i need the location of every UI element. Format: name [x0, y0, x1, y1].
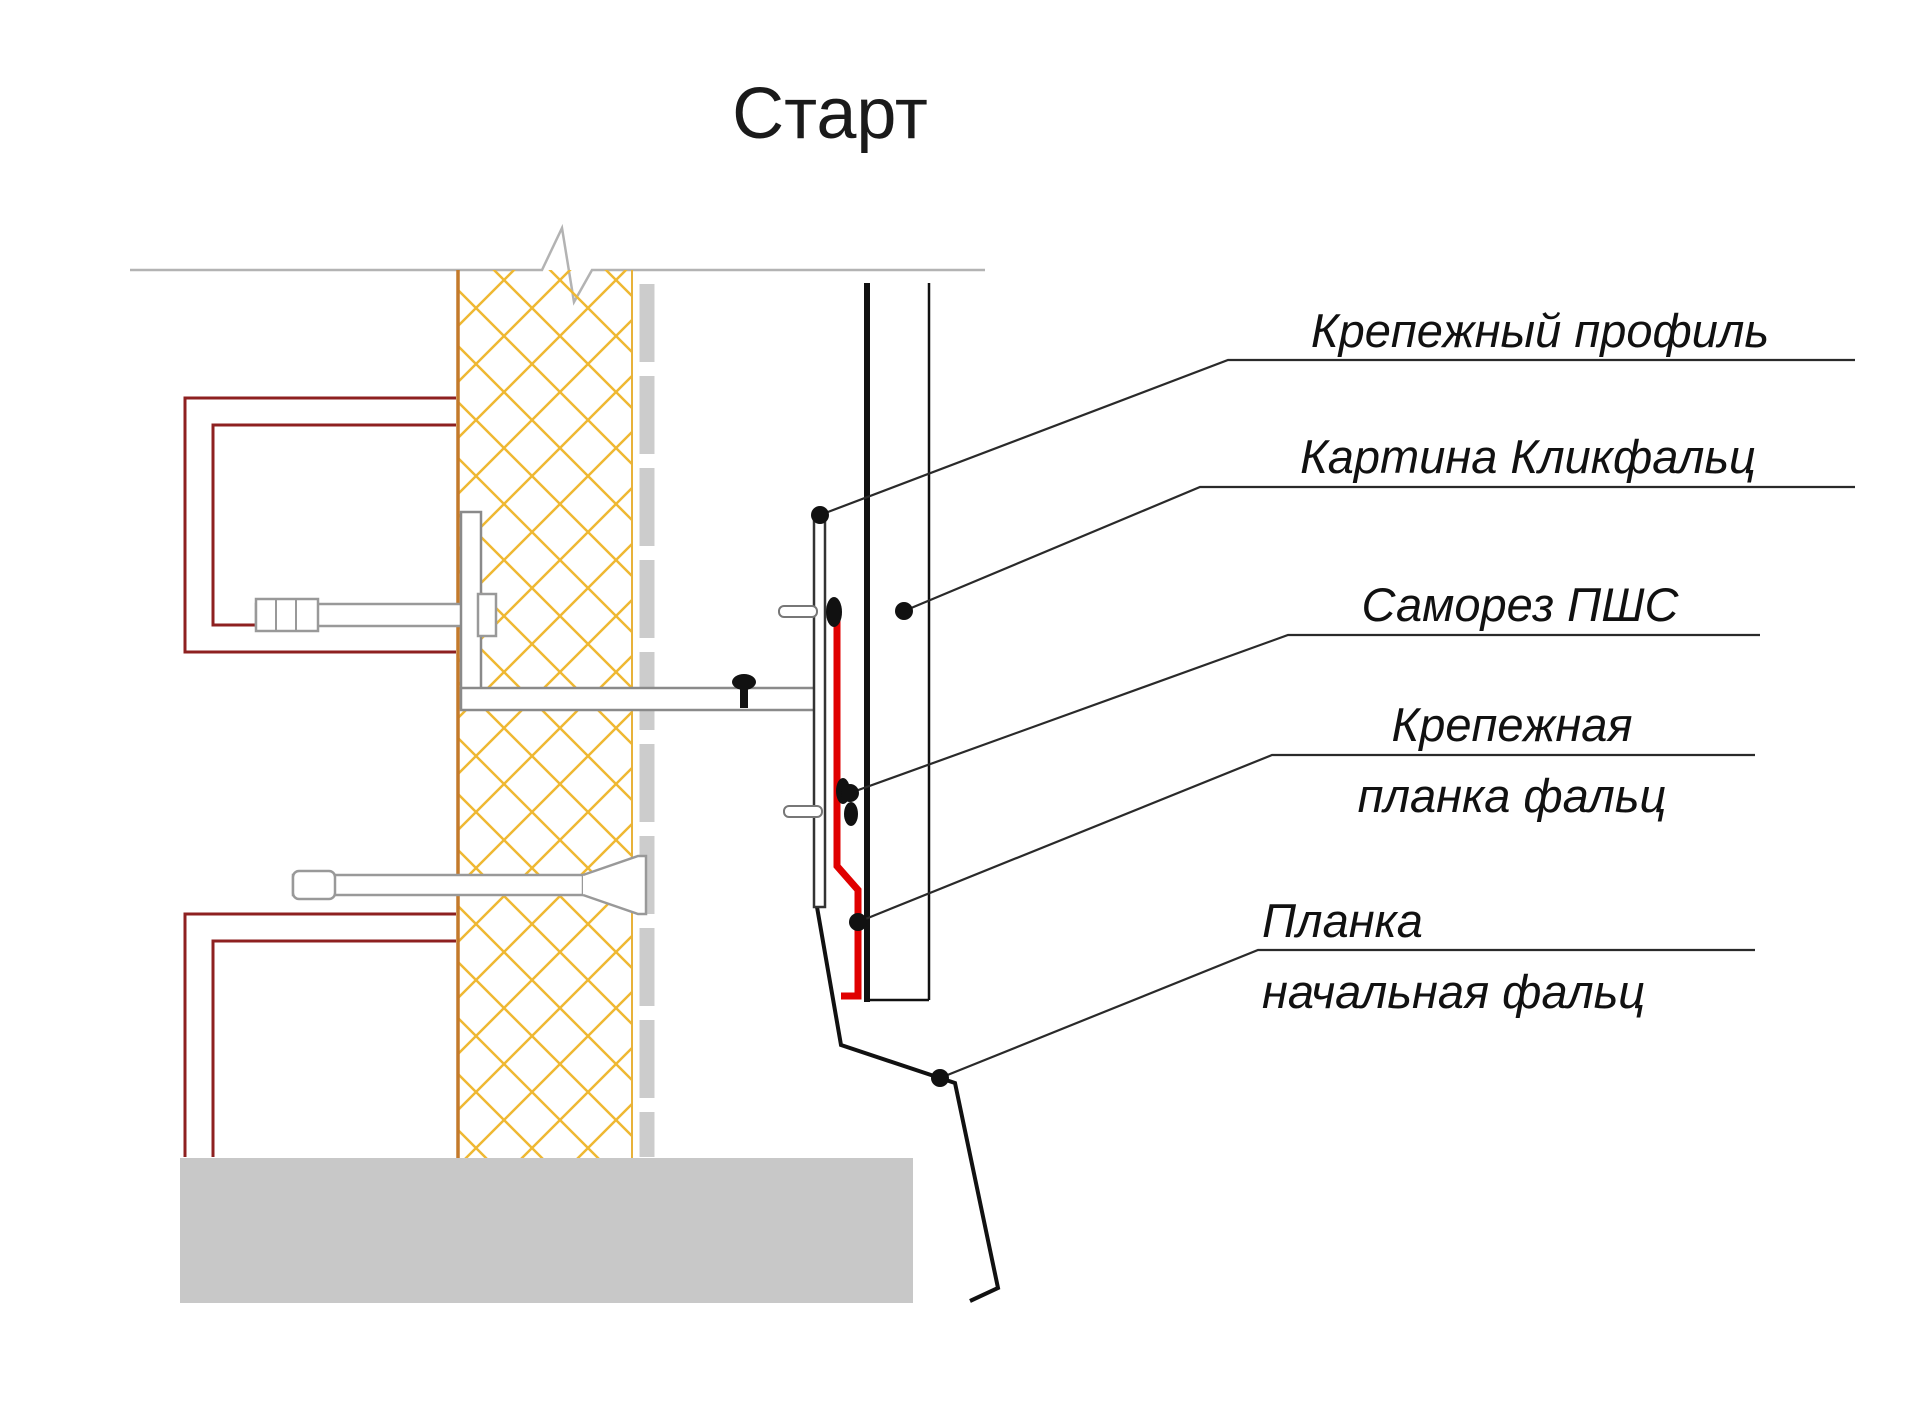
leader-line-self-tapping-screw: [849, 633, 1760, 795]
insulation-layer: [457, 270, 633, 1158]
label-starting-strip-line1: Планка: [1262, 894, 1423, 947]
label-starting-strip-line2: начальная фальц: [1262, 965, 1645, 1018]
anchor-bolt-upper: [254, 597, 494, 633]
leader-line-click-falz-panel: [903, 485, 1855, 613]
side-screw-icon: [778, 605, 818, 618]
wall-frame-lower: [183, 912, 456, 1157]
leader-dot-fastening-strip: [849, 913, 867, 931]
label-fastening-strip-line1: Крепежная: [1392, 698, 1633, 751]
diagram-title: Старт: [732, 74, 928, 154]
dowel-disc: [582, 854, 648, 916]
leader-dot-starting-strip: [931, 1069, 949, 1087]
bracket-bolt-head: [732, 674, 756, 690]
fastening-profile: [812, 513, 827, 909]
starting-strip-red: [833, 615, 862, 1000]
leader-line-starting-strip: [939, 948, 1755, 1080]
dowel-shaft: [291, 873, 585, 897]
starting-drip-flashing: [815, 906, 1001, 1303]
anchor-head: [254, 597, 320, 633]
leader-dot-fastening-profile: [811, 506, 829, 524]
label-click-falz-panel: Картина Кликфальц: [1300, 430, 1756, 483]
leader-line-fastening-profile: [819, 358, 1855, 517]
screw-head-icon: [826, 597, 842, 627]
label-self-tapping-screw: Саморез ПШС: [1362, 578, 1680, 631]
leader-dot-click-falz-panel: [895, 602, 913, 620]
foundation-block: [180, 1158, 913, 1303]
screw-head-icon: [844, 802, 858, 826]
label-fastening-profile: Крепежный профиль: [1311, 304, 1769, 357]
anchor-nut: [476, 592, 498, 638]
anchor-head-segments: [275, 599, 297, 631]
wall-bracket: [459, 510, 821, 712]
leader-line-fastening-strip: [857, 753, 1755, 924]
insulation-anchor-lower: [291, 854, 648, 916]
dowel-head: [291, 869, 337, 901]
label-fastening-strip-line2: планка фальц: [1358, 769, 1667, 822]
bracket-bolt-stem: [740, 688, 748, 708]
leader-dot-self-tapping-screw: [841, 784, 859, 802]
side-screw-icon: [783, 805, 823, 818]
bracket-horizontal-arm: [459, 686, 821, 712]
